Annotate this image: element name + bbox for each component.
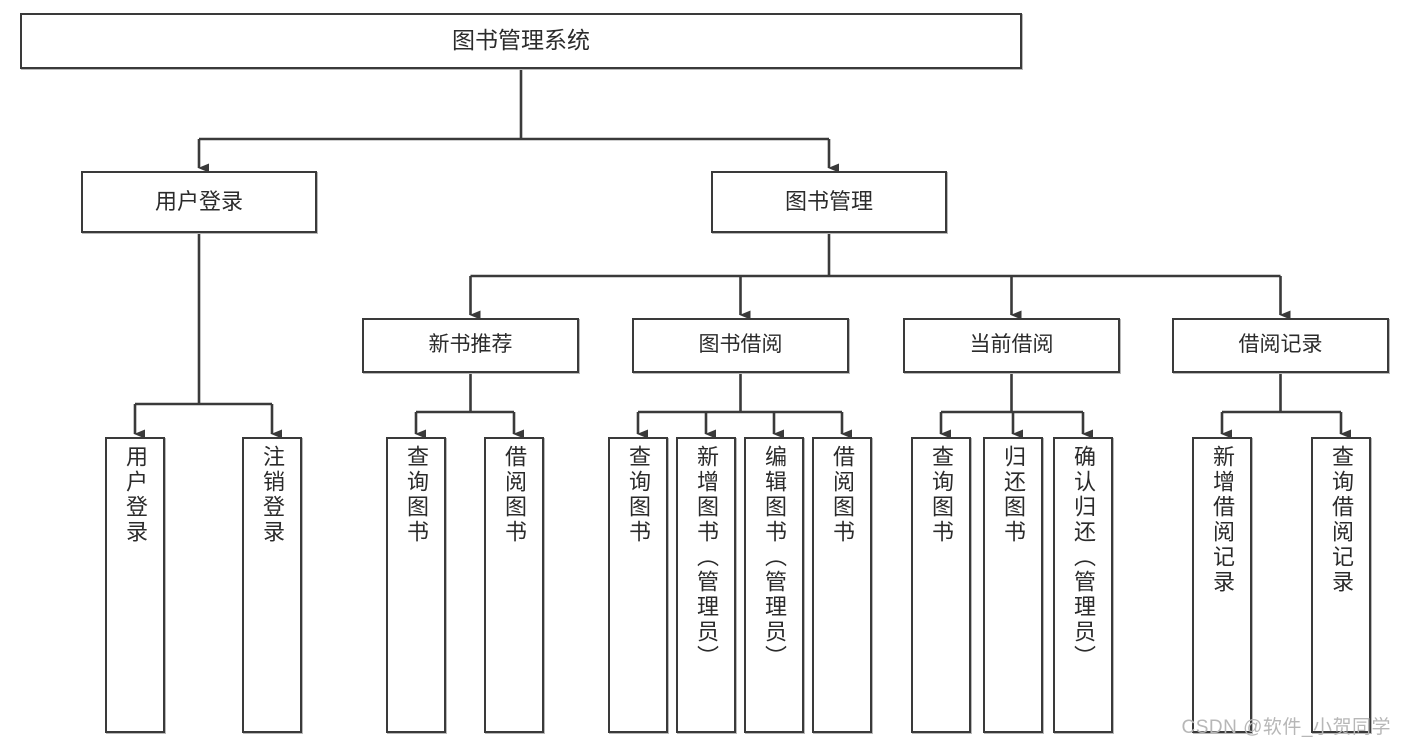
node-user-login[interactable]: 用户登录	[81, 171, 317, 233]
node-label: 图书管理系统	[452, 27, 590, 54]
node-leaf-borrow-book-2[interactable]: 借阅图书	[812, 437, 872, 733]
node-label: 查询图书	[626, 445, 651, 545]
node-borrow-record[interactable]: 借阅记录	[1172, 318, 1389, 373]
node-label: 查询借阅记录	[1329, 445, 1354, 595]
node-label: 当前借阅	[969, 333, 1054, 357]
node-label: 借阅图书	[502, 445, 527, 545]
node-label: 确认归还（管理员）	[1071, 445, 1096, 670]
node-current-borrow[interactable]: 当前借阅	[903, 318, 1120, 373]
node-book-borrow[interactable]: 图书借阅	[632, 318, 849, 373]
connector-layer	[133, 69, 1351, 439]
node-leaf-query-book-1[interactable]: 查询图书	[386, 437, 446, 733]
node-label: 新增图书（管理员）	[694, 445, 719, 670]
node-leaf-confirm-return[interactable]: 确认归还（管理员）	[1053, 437, 1113, 733]
node-root-title[interactable]: 图书管理系统	[20, 13, 1022, 69]
node-label: 借阅记录	[1238, 333, 1323, 357]
node-leaf-return-book[interactable]: 归还图书	[983, 437, 1043, 733]
node-leaf-add-record[interactable]: 新增借阅记录	[1192, 437, 1252, 733]
node-leaf-query-book-2[interactable]: 查询图书	[608, 437, 668, 733]
node-label: 归还图书	[1001, 445, 1026, 545]
watermark-text: CSDN @软件_小贺同学	[1181, 717, 1391, 738]
node-book-manage[interactable]: 图书管理	[711, 171, 947, 233]
node-leaf-logout[interactable]: 注销登录	[242, 437, 302, 733]
node-label: 用户登录	[154, 189, 243, 215]
node-leaf-user-login[interactable]: 用户登录	[105, 437, 165, 733]
node-label: 用户登录	[123, 445, 148, 545]
node-label: 新增借阅记录	[1210, 445, 1235, 595]
node-label: 查询图书	[404, 445, 429, 545]
node-label: 编辑图书（管理员）	[762, 445, 787, 670]
node-leaf-add-book[interactable]: 新增图书（管理员）	[676, 437, 736, 733]
node-leaf-query-record[interactable]: 查询借阅记录	[1311, 437, 1371, 733]
node-label: 新书推荐	[428, 333, 513, 357]
node-label: 查询图书	[929, 445, 954, 545]
node-label: 图书管理	[784, 189, 873, 215]
node-leaf-query-book-3[interactable]: 查询图书	[911, 437, 971, 733]
node-label: 注销登录	[260, 445, 285, 545]
node-label: 借阅图书	[830, 445, 855, 545]
node-label: 图书借阅	[698, 333, 783, 357]
node-leaf-edit-book[interactable]: 编辑图书（管理员）	[744, 437, 804, 733]
node-new-book-recommend[interactable]: 新书推荐	[362, 318, 579, 373]
node-leaf-borrow-book-1[interactable]: 借阅图书	[484, 437, 544, 733]
